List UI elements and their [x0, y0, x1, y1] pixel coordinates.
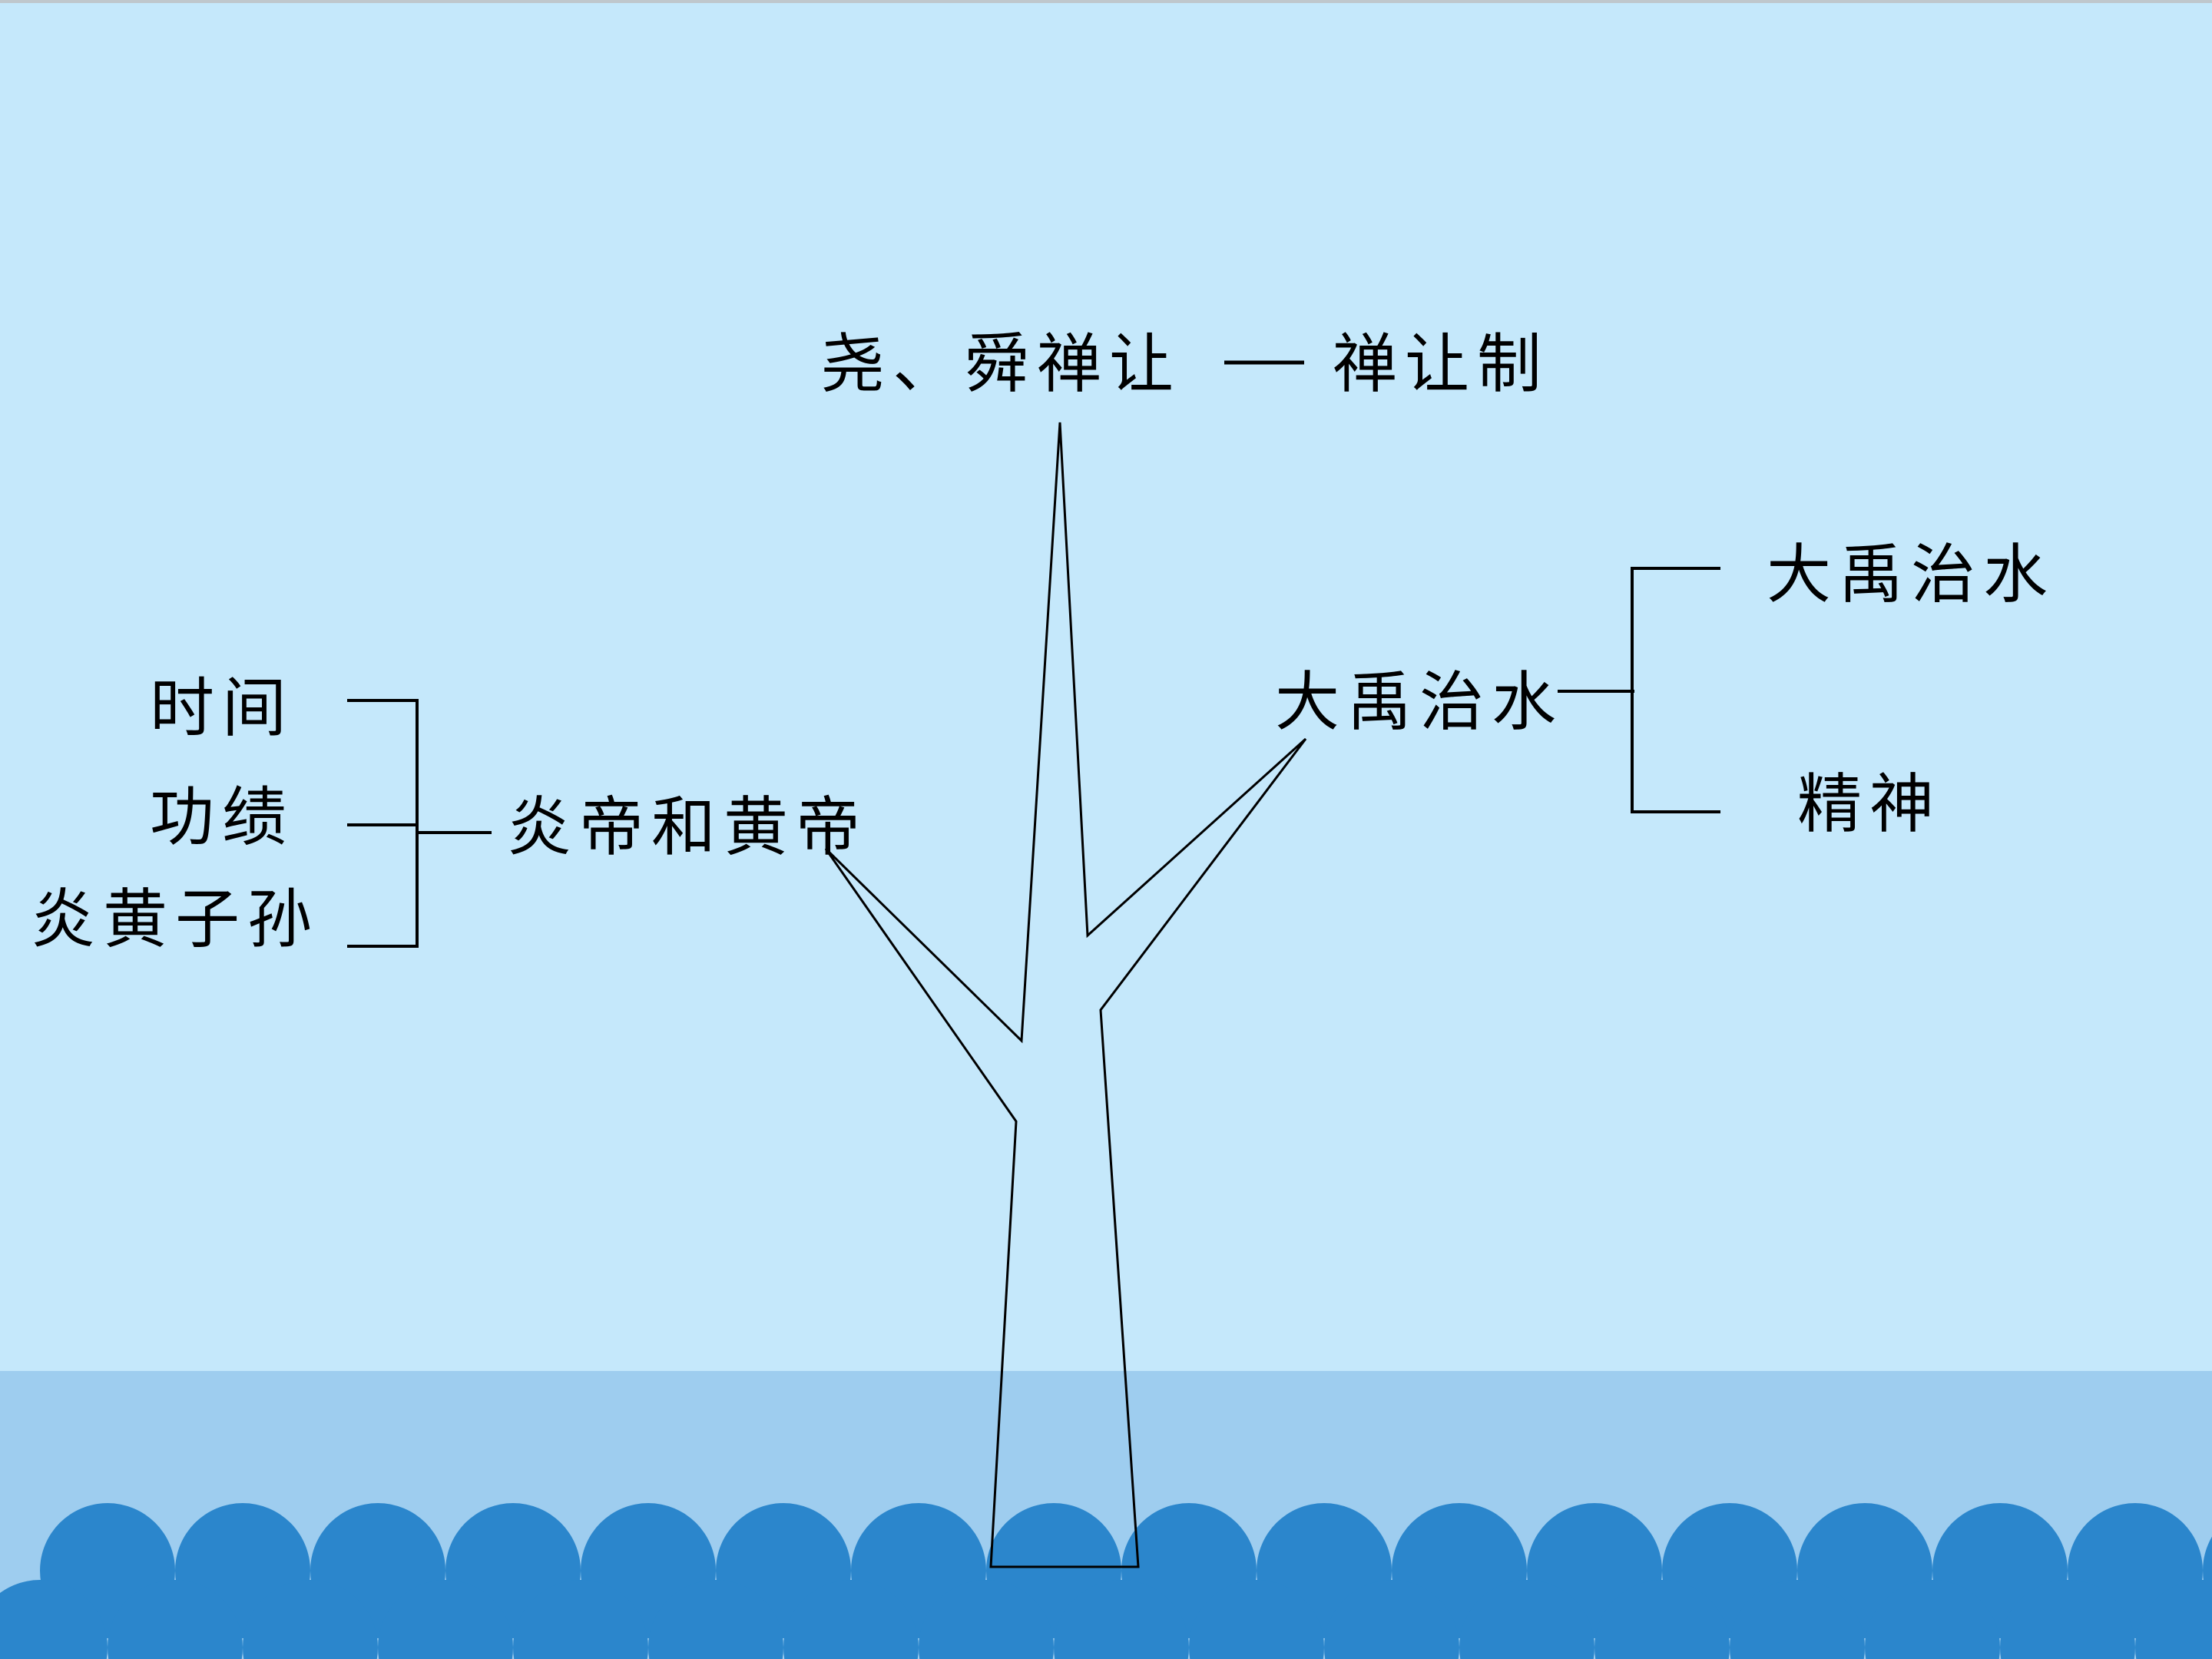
sky-background	[0, 0, 2212, 1371]
wave-front	[1054, 1580, 1189, 1659]
wave-front	[1459, 1580, 1594, 1659]
right-branch-topic: 大禹治水	[1275, 664, 1565, 740]
left-bracket	[347, 699, 492, 948]
wave-front	[1730, 1580, 1865, 1659]
left-branch-item: 功绩	[150, 780, 295, 855]
left-branch-item: 时间	[150, 671, 295, 746]
wave-front	[2000, 1580, 2135, 1659]
tree-outline	[824, 422, 1307, 1568]
wave-front	[919, 1580, 1054, 1659]
wave-front	[1324, 1580, 1459, 1659]
top-result-label: 禅让制	[1333, 326, 1550, 402]
wave-front	[1865, 1580, 2000, 1659]
wave-front	[648, 1580, 783, 1659]
left-branch-topic: 炎帝和黄帝	[507, 790, 869, 865]
wave-front	[1594, 1580, 1730, 1659]
top-border	[0, 0, 2212, 3]
wave-front	[783, 1580, 919, 1659]
wave-front	[513, 1580, 648, 1659]
wave-front	[243, 1580, 378, 1659]
top-topic-label: 尧、舜禅让	[820, 326, 1182, 402]
right-branch-item: 精神	[1797, 767, 1942, 842]
left-branch-item: 炎黄子孙	[31, 882, 320, 957]
wave-front	[1189, 1580, 1324, 1659]
wave-front	[108, 1580, 243, 1659]
wave-front	[0, 1580, 108, 1659]
right-branch-item: 大禹治水	[1767, 537, 2056, 612]
right-bracket	[1558, 567, 1720, 813]
wave-front	[378, 1580, 513, 1659]
wave-front	[2135, 1580, 2212, 1659]
wave-pattern	[0, 1503, 2212, 1659]
